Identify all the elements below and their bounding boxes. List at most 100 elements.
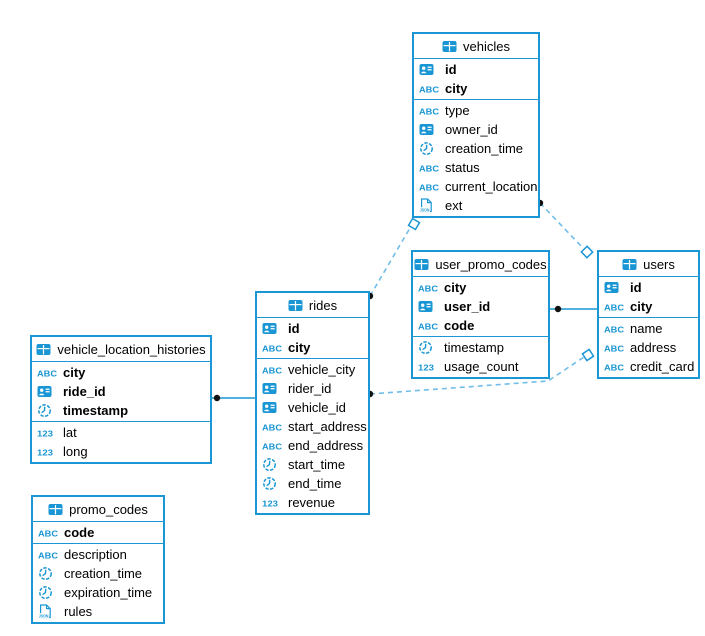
text-abc-icon: ABC <box>604 301 625 313</box>
uuid-icon <box>418 300 439 313</box>
uuid-icon <box>604 281 625 294</box>
timestamp-clock-icon <box>418 340 439 355</box>
column-name: start_time <box>288 457 346 472</box>
uuid-icon <box>419 123 440 136</box>
svg-text:ABC: ABC <box>418 284 438 293</box>
svg-text:ABC: ABC <box>419 85 439 94</box>
column-row-expiration_time: expiration_time <box>33 583 163 602</box>
column-row-start_time: start_time <box>257 455 368 474</box>
column-name: current_location <box>445 179 538 194</box>
table-icon <box>622 258 637 271</box>
timestamp-clock-icon <box>38 566 59 581</box>
table-icon <box>288 299 303 312</box>
svg-text:ABC: ABC <box>419 183 439 192</box>
text-abc-icon: ABC <box>38 549 59 561</box>
table-title: user_promo_codes <box>435 256 547 272</box>
svg-text:ABC: ABC <box>262 423 282 432</box>
column-row-ride_id: ride_id <box>32 382 210 401</box>
table-header-vehicles[interactable]: vehicles <box>414 34 538 59</box>
column-name: creation_time <box>64 566 143 581</box>
column-row-owner_id: owner_id <box>414 120 538 139</box>
column-name: ext <box>445 198 463 213</box>
column-name: rider_id <box>288 381 332 396</box>
relationship-line-rides-to-users[interactable] <box>369 356 585 395</box>
table-icon <box>36 343 51 356</box>
relationship-line-rides-to-vehicles[interactable] <box>369 227 411 297</box>
table-header-users[interactable]: users <box>599 252 698 277</box>
timestamp-clock-icon <box>262 476 283 491</box>
timestamp-clock-icon <box>37 403 58 418</box>
svg-text:ABC: ABC <box>262 442 282 451</box>
table-icon <box>442 40 457 53</box>
one-end-square-marker <box>407 217 421 231</box>
column-row-usage_count: 123 usage_count <box>413 357 548 376</box>
column-row-timestamp: timestamp <box>413 338 548 357</box>
text-abc-icon: ABC <box>418 320 439 332</box>
column-name: start_address <box>288 419 367 434</box>
svg-text:123: 123 <box>37 447 53 457</box>
svg-text:123: 123 <box>418 362 434 372</box>
text-abc-icon: ABC <box>419 105 440 117</box>
column-name: address <box>630 340 677 355</box>
column-name: timestamp <box>444 340 504 355</box>
svg-text:ABC: ABC <box>418 322 438 331</box>
table-header-rides[interactable]: rides <box>257 293 368 318</box>
column-row-vehicle_id: vehicle_id <box>257 398 368 417</box>
table-header-vehicle_location_histories[interactable]: vehicle_location_histories <box>32 337 210 362</box>
timestamp-clock-icon <box>262 457 283 472</box>
relationship-line-vehicles-to-users[interactable] <box>539 202 584 249</box>
column-name: usage_count <box>444 359 519 374</box>
primary-key-column-name: city <box>63 365 86 380</box>
text-abc-icon: ABC <box>262 421 283 433</box>
text-abc-icon: ABC <box>604 361 625 373</box>
one-end-square-marker <box>581 348 595 362</box>
svg-text:ABC: ABC <box>419 164 439 173</box>
table-header-promo_codes[interactable]: promo_codes <box>33 497 163 522</box>
primary-key-column-name: city <box>288 340 311 355</box>
text-abc-icon: ABC <box>37 367 58 379</box>
primary-key-column-name: id <box>288 321 300 336</box>
column-row-id: id <box>257 319 368 338</box>
columns-section: ABC description creation_time expiration_ti… <box>33 544 163 622</box>
text-abc-icon: ABC <box>419 162 440 174</box>
column-name: revenue <box>288 495 335 510</box>
column-row-city: ABC city <box>413 278 548 297</box>
table-title: promo_codes <box>69 501 148 517</box>
table-icon <box>414 258 429 271</box>
svg-text:ABC: ABC <box>419 107 439 116</box>
column-row-city: ABC city <box>32 363 210 382</box>
primary-key-column-name: user_id <box>444 299 491 314</box>
uuid-icon <box>262 322 283 335</box>
table-header-user_promo_codes[interactable]: user_promo_codes <box>413 252 548 277</box>
integer-123-icon: 123 <box>418 361 439 373</box>
svg-text:123: 123 <box>37 428 53 438</box>
svg-text:JSON: JSON <box>39 613 49 618</box>
uuid-icon <box>37 385 58 398</box>
column-name: vehicle_id <box>288 400 346 415</box>
column-name: description <box>64 547 127 562</box>
timestamp-clock-icon <box>419 141 440 156</box>
primary-key-column-name: city <box>444 280 467 295</box>
column-name: vehicle_city <box>288 362 356 377</box>
